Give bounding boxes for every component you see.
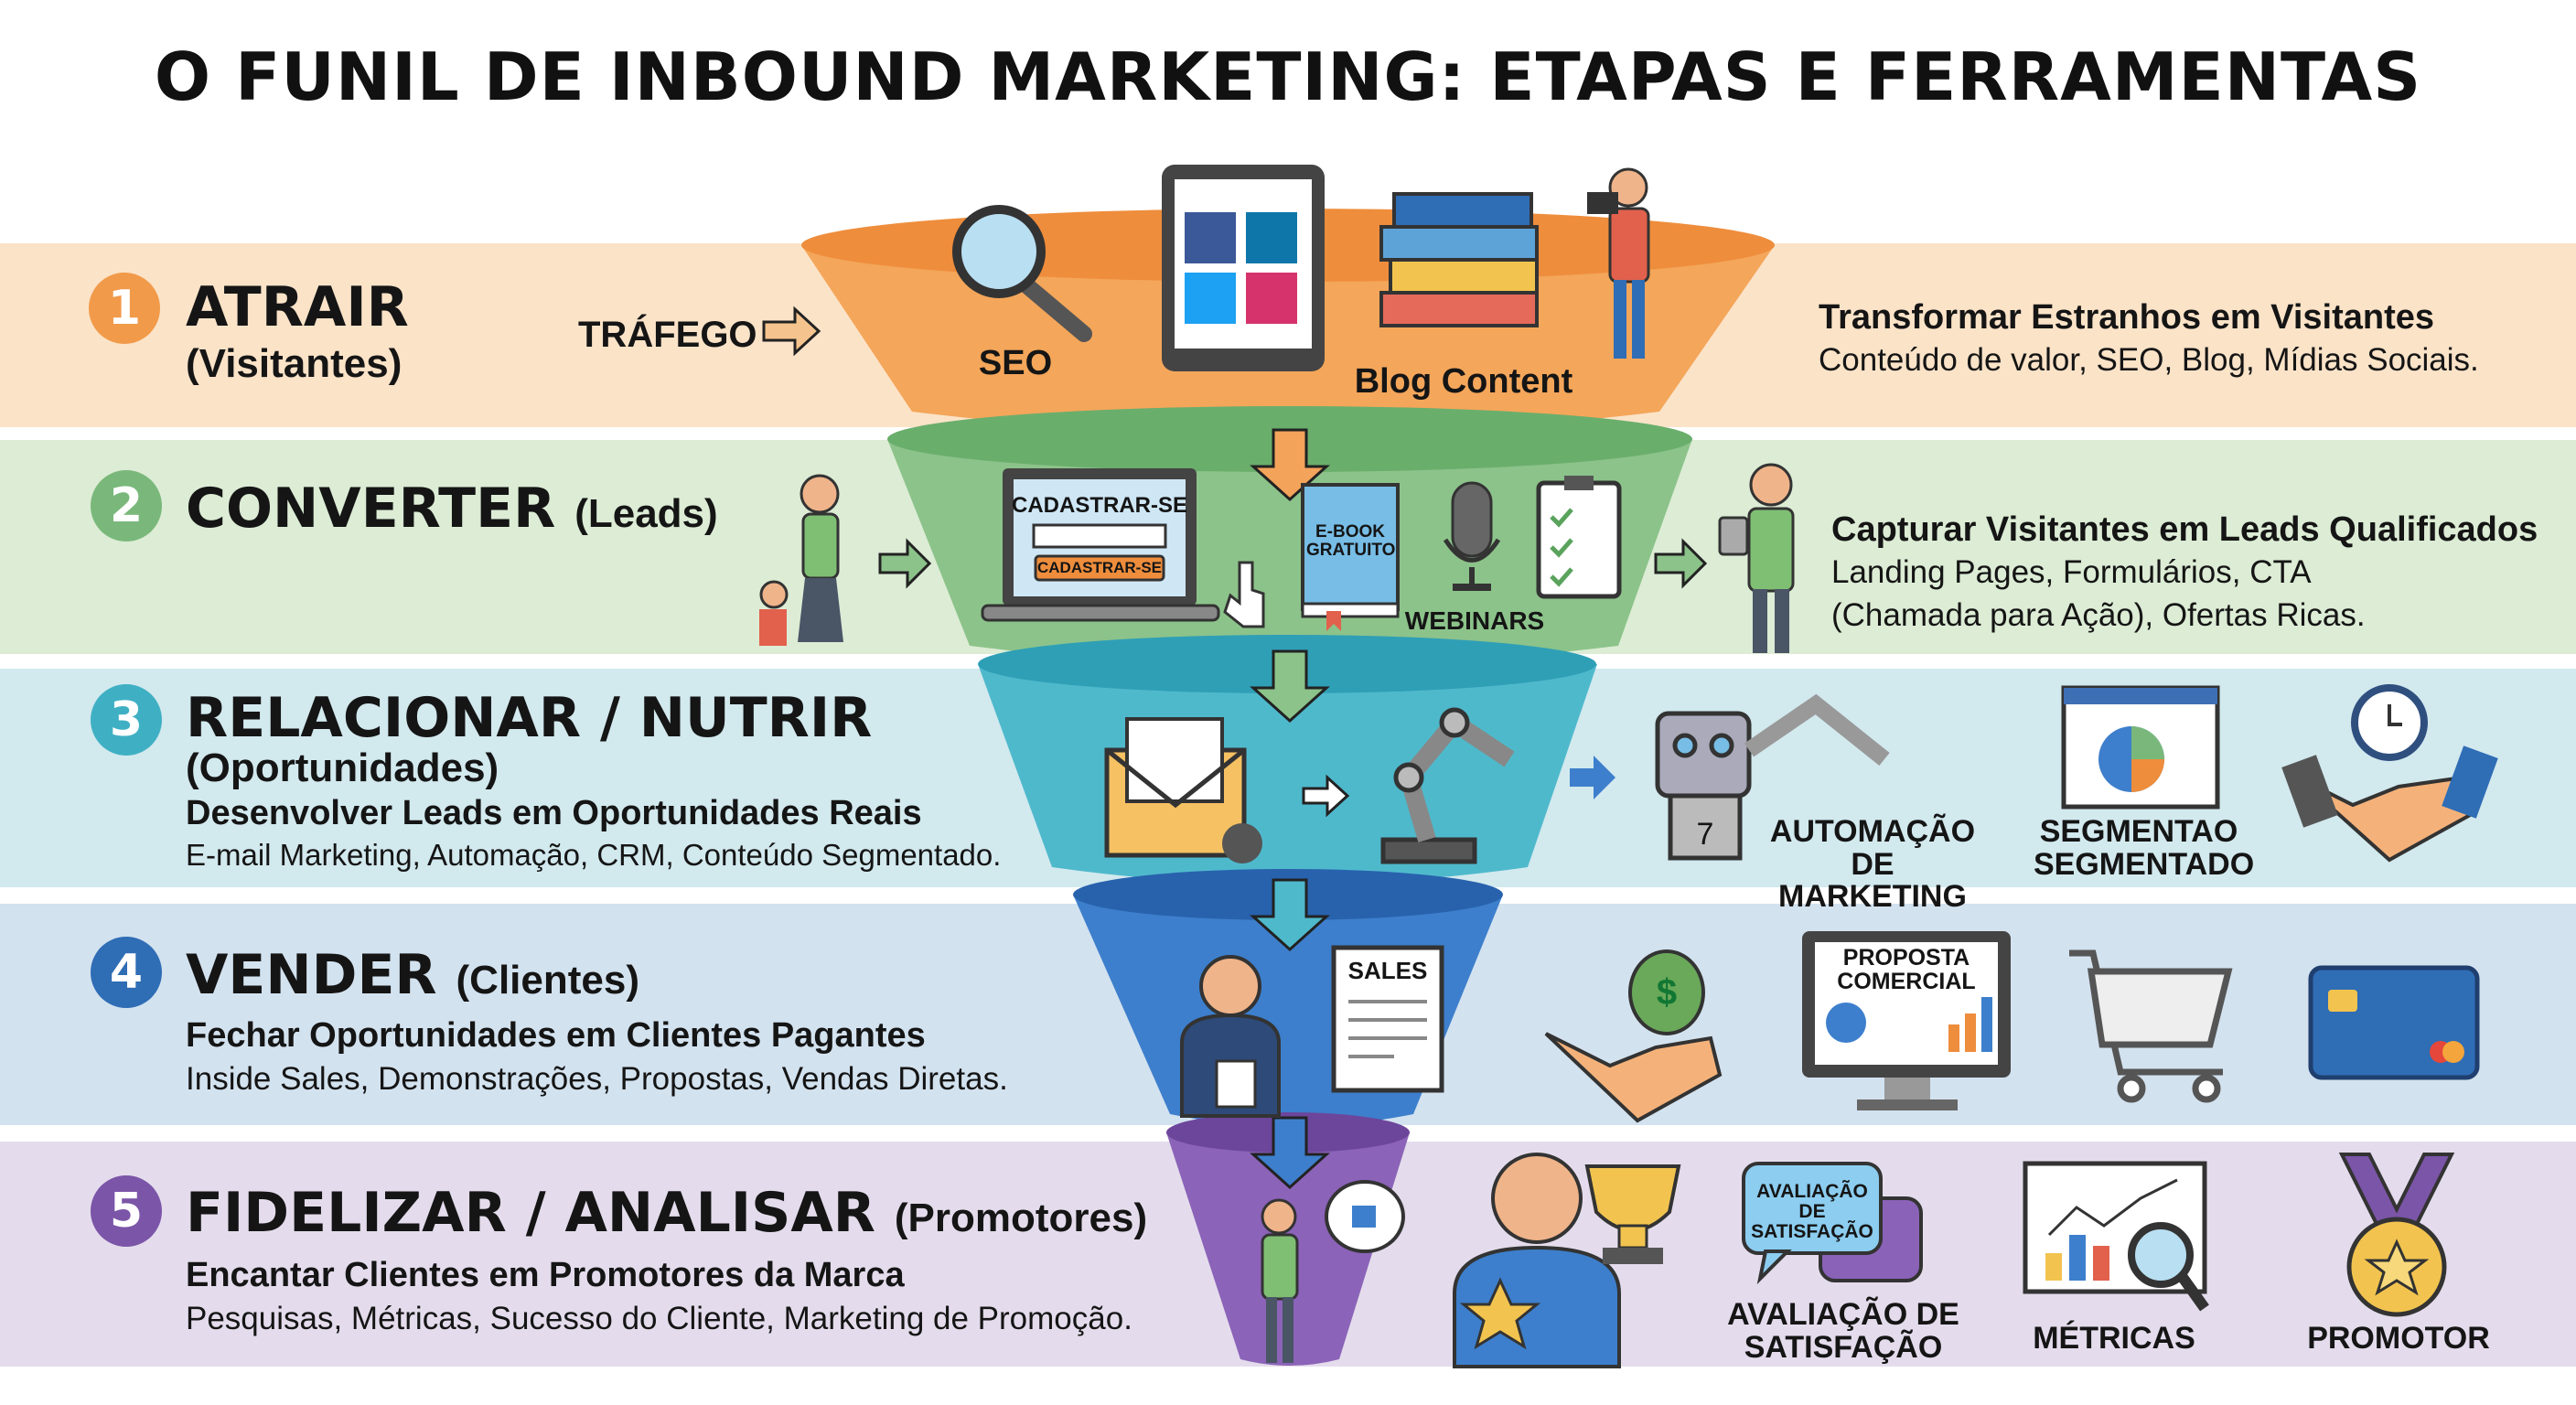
proposal-label: PROPOSTA COMERCIAL [1837,945,1976,995]
stage-number-4: 4 [91,937,162,1008]
stage-subtitle-nurture: (Oportunidades) [186,745,499,790]
handshake-money-icon [1544,949,1723,1123]
signup-form-button[interactable]: CADASTRAR-SE [1037,559,1162,576]
tool-promoter: PROMOTOR [2307,1321,2490,1356]
satisfaction-bubbles-icon [1742,1162,1923,1285]
cursor-click-icon [1223,561,1265,628]
stage-title-loyalty: FIDELIZAR / ANALISAR (Promotores) [186,1181,1148,1245]
tool-blog-content: Blog Content [1354,362,1573,401]
shopping-cart-icon [2069,949,2233,1103]
medal-icon [2338,1153,2455,1317]
happy-customer-trophy-icon [1453,1153,1681,1368]
stage-number-3: 3 [91,684,162,756]
money-bag-label: $ [1656,972,1678,1013]
stage-desc-sell: Inside Sales, Demonstrações, Propostas, … [186,1061,1008,1097]
photographer-icon [1587,167,1650,359]
metrics-chart-icon [2023,1161,2209,1312]
down-arrows [1250,428,1330,1190]
checklist-icon [1536,476,1622,599]
stage-subtitle-attract: (Visitantes) [186,341,402,386]
segmentation-chart-icon [2061,685,2220,810]
stage-desc-loyalty: Pesquisas, Métricas, Sucesso do Cliente,… [186,1301,1132,1336]
stage-title-nurture: RELACIONAR / NUTRIR [186,686,873,750]
stage-desc-attract: Conteúdo de valor, SEO, Blog, Mídias Soc… [1819,342,2479,378]
robot-arm-icon [1380,707,1515,864]
arrow-right-icon [1302,774,1350,818]
traffic-label: TRÁFEGO [578,315,757,355]
tool-marketing-automation: AUTOMAÇÃO DE MARKETING [1769,814,1976,915]
salesman-icon [1180,955,1281,1118]
stage-number-2: 2 [91,470,162,542]
stage-heading-nurture: Desenvolver Leads em Oportunidades Reais [186,794,922,832]
email-envelope-icon [1104,717,1262,863]
books-icon [1379,192,1539,327]
robot-badge: 7 [1696,817,1714,852]
laptop-signup-icon [981,468,1220,622]
stage-title-sell: VENDER (Clientes) [186,943,640,1007]
person-tablet-icon [1718,463,1795,653]
tool-seo: SEO [978,344,1053,382]
page-title: O FUNIL DE INBOUND MARKETING: ETAPAS E F… [154,38,2422,115]
stage-number-5: 5 [91,1175,162,1247]
stage-desc-convert-line2: (Chamada para Ação), Ofertas Ricas. [1831,597,2366,633]
tool-metrics: MÉTRICAS [2033,1321,2195,1356]
stage-heading-loyalty: Encantar Clientes em Promotores da Marca [186,1256,905,1294]
satisfaction-bubble-text: AVALIAÇÃO DE SATISFAÇÃO [1751,1181,1873,1243]
traffic-arrow-icon [762,306,821,357]
stage-desc-convert-line1: Landing Pages, Formulários, CTA [1831,554,2312,590]
tablet-social-icon [1162,165,1325,371]
stage-title-attract: ATRAIR [186,275,409,339]
people-tablet-icon [759,474,843,646]
tool-webinars: WEBINARS [1404,606,1545,635]
stage-number-1: 1 [89,273,160,344]
tool-segmentation: SEGMENTAO SEGMENTADO [2034,814,2255,882]
stage-desc-nurture: E-mail Marketing, Automação, CRM, Conteú… [186,838,1002,872]
customer-thumbs-up-icon [1261,1180,1405,1363]
ebook-icon [1301,483,1400,631]
ebook-label: E-BOOK GRATUITO [1306,522,1396,560]
credit-card-icon [2308,965,2480,1080]
handshake-clock-icon [2281,684,2498,863]
stage-heading-sell: Fechar Oportunidades em Clientes Pagante… [186,1016,926,1055]
proposal-monitor-icon [1802,931,2011,1110]
stage-heading-convert: Capturar Visitantes em Leads Qualificado… [1831,510,2538,549]
magnifier-icon [952,205,1092,342]
arrow-right-icon [878,538,932,589]
microphone-icon [1443,481,1501,591]
tool-satisfaction-survey: AVALIAÇÃO DE SATISFAÇÃO [1727,1297,1959,1365]
arrow-right-icon [1570,756,1615,799]
sales-doc-label: SALES [1347,957,1428,984]
stage-title-convert: CONVERTER (Leads) [186,477,718,541]
stage-heading-attract: Transformar Estranhos em Visitantes [1819,298,2434,337]
sales-document-icon [1331,945,1444,1093]
arrow-right-icon [1654,538,1708,589]
robot-icon [1655,693,1890,861]
signup-form-title: CADASTRAR-SE [1012,493,1187,518]
